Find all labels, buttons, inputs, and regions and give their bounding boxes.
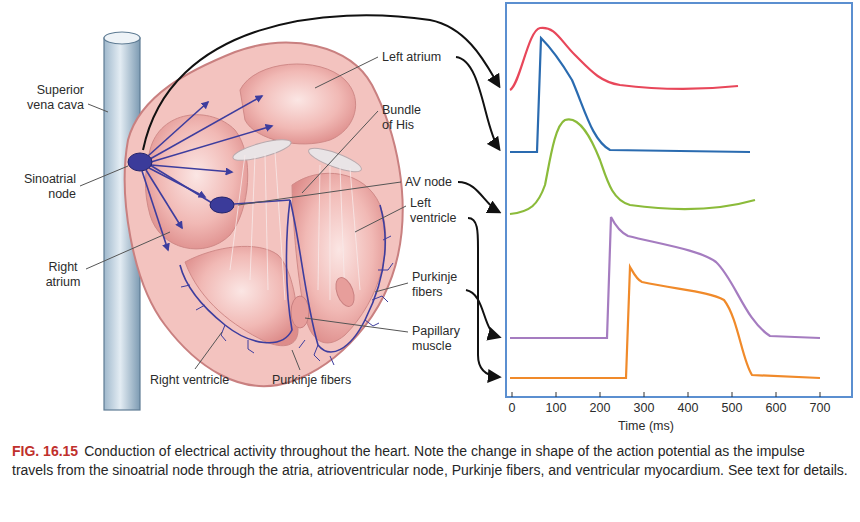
leader-line xyxy=(305,318,408,332)
conduction-pathway xyxy=(150,96,262,159)
heart-body xyxy=(332,275,357,309)
axis-tick-label: 200 xyxy=(580,401,620,416)
figure-number: FIG. 16.15 xyxy=(12,443,78,459)
sa-node xyxy=(128,153,152,171)
action-potential-trace xyxy=(510,217,820,338)
conduction-pathway xyxy=(365,236,393,326)
action-potential-trace xyxy=(510,267,820,378)
part-label: Bundle of His xyxy=(382,103,432,133)
conduction-pathway xyxy=(150,165,212,203)
av-node xyxy=(210,197,234,213)
axis-title: Time (ms) xyxy=(606,419,686,434)
part-label: Sinoatrial node xyxy=(8,172,76,202)
part-label: AV node xyxy=(405,175,452,190)
leader-line xyxy=(355,206,406,232)
conduction-pathway xyxy=(181,236,393,365)
part-label: Papillary muscle xyxy=(412,324,474,354)
axis-tick-label: 400 xyxy=(668,401,708,416)
heart-body xyxy=(292,173,386,343)
heart-body xyxy=(230,152,285,300)
heart-body xyxy=(306,144,363,176)
heart-body xyxy=(185,246,298,345)
part-label: Left atrium xyxy=(382,50,441,65)
figure-caption: Conduction of electrical activity throug… xyxy=(12,443,848,478)
leader-line xyxy=(302,111,378,193)
action-potential-trace xyxy=(510,119,755,214)
trace-arrow xyxy=(466,290,499,337)
leader-line xyxy=(238,182,401,205)
trace-arrow xyxy=(143,15,499,150)
part-label: Right atrium xyxy=(38,260,88,290)
heart-body xyxy=(231,135,293,164)
conduction-pathway xyxy=(180,200,292,343)
axis-tick-label: 500 xyxy=(712,401,752,416)
part-label: Purkinje fibers xyxy=(272,373,351,388)
part-label: Right ventricle xyxy=(150,373,229,388)
axis-tick-label: 0 xyxy=(492,401,532,416)
conduction-pathway xyxy=(151,165,232,172)
heart-body xyxy=(291,296,309,328)
part-label: Purkinje fibers xyxy=(412,270,472,300)
leader-line xyxy=(375,283,408,292)
leader-line xyxy=(80,57,408,370)
leader-line xyxy=(315,57,378,88)
axis-tick-label: 600 xyxy=(756,401,796,416)
leader-line xyxy=(88,104,108,112)
conduction-pathway xyxy=(299,340,334,365)
conduction-pathway xyxy=(290,200,385,352)
trace-arrow xyxy=(458,182,499,212)
sa-node xyxy=(128,153,152,171)
trace-arrow xyxy=(456,57,499,149)
chart-frame xyxy=(506,3,852,397)
axis-tick-label: 100 xyxy=(536,401,576,416)
conduction-pathway xyxy=(181,285,254,353)
chart-frame xyxy=(512,392,820,397)
conduction-pathway xyxy=(151,126,272,162)
leader-line xyxy=(80,166,128,186)
chart-frame xyxy=(506,3,852,397)
trace-arrow xyxy=(143,15,499,377)
action-potential-trace xyxy=(510,28,738,90)
axis-tick-label: 300 xyxy=(624,401,664,416)
av-node xyxy=(210,197,234,213)
vena-cava-tube xyxy=(104,32,140,44)
leader-line xyxy=(195,332,222,369)
axis-tick-label: 700 xyxy=(800,401,840,416)
figure-caption-block: FIG. 16.15Conduction of electrical activ… xyxy=(12,442,848,480)
action-potential-trace xyxy=(510,28,820,378)
action-potential-trace xyxy=(510,38,750,152)
leader-line xyxy=(86,232,170,269)
part-label: Superior vena cava xyxy=(8,83,84,113)
chart-frame xyxy=(512,392,820,397)
trace-arrow xyxy=(468,218,499,377)
part-label: Left ventricle xyxy=(410,196,465,226)
leader-line xyxy=(292,350,300,370)
